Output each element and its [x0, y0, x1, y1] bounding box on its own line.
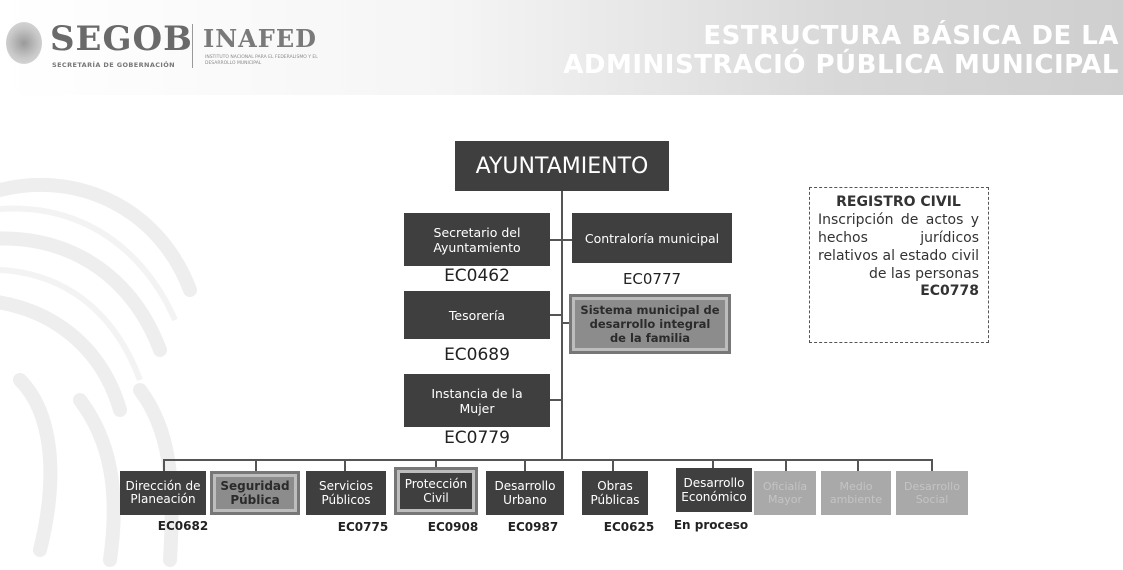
- connector-bottom-bus: [163, 459, 933, 461]
- org-code-secretario: EC0462: [444, 266, 510, 286]
- org-box-secretario: Secretario del Ayuntamiento: [404, 213, 550, 266]
- drop-6: [612, 459, 614, 471]
- header-divider: [192, 24, 193, 68]
- drop-9: [857, 459, 859, 471]
- drop-7: [712, 459, 714, 471]
- drop-10: [931, 459, 933, 471]
- connector-secretario: [550, 239, 561, 241]
- drop-1: [163, 459, 165, 471]
- drop-8: [785, 459, 787, 471]
- org-box-dif: Sistema municipal de desarrollo integral…: [569, 294, 731, 354]
- connector-dif: [563, 322, 569, 324]
- inafed-logo: INAFED: [203, 24, 317, 53]
- segob-subtitle: SECRETARÍA DE GOBERNACIÓN: [52, 61, 175, 69]
- connector-contraloria: [563, 239, 572, 241]
- org-code-mujer: EC0779: [444, 428, 510, 448]
- org-root-ayuntamiento: AYUNTAMIENTO: [455, 141, 669, 191]
- org-box-economico: Desarrollo Económico: [676, 468, 752, 512]
- org-box-contraloria: Contraloría municipal: [572, 213, 732, 263]
- org-code-economico: En proceso: [673, 518, 749, 532]
- org-box-planeacion: Dirección de Planeación: [120, 471, 206, 515]
- connector-tesoreria: [550, 314, 561, 316]
- org-box-obras: Obras Públicas: [582, 471, 648, 515]
- org-box-desarrollo-social: Desarrollo Social: [896, 471, 968, 515]
- registro-civil-note: REGISTRO CIVIL Inscripción de actos y he…: [809, 187, 989, 343]
- page-title-line-2: ADMINISTRACIÓ PÚBLICA MUNICIPAL: [563, 50, 1119, 80]
- drop-2: [255, 459, 257, 471]
- connector-trunk: [561, 191, 563, 460]
- segob-seal-icon: [6, 22, 42, 64]
- drop-3: [344, 459, 346, 471]
- drop-5: [524, 459, 526, 471]
- connector-mujer: [550, 399, 561, 401]
- inafed-subtitle: INSTITUTO NACIONAL PARA EL FEDERALISMO Y…: [205, 55, 318, 66]
- org-box-seguridad: Seguridad Pública: [210, 471, 300, 515]
- registro-civil-body: Inscripción de actos y hechos jurídicos …: [818, 212, 979, 282]
- org-box-tesoreria: Tesorería: [404, 291, 550, 339]
- org-box-mujer: Instancia de la Mujer: [404, 374, 550, 427]
- segob-logo: SEGOB: [50, 19, 193, 59]
- org-code-urbano: EC0987: [507, 520, 559, 534]
- org-box-proteccion: Protección Civil: [394, 467, 478, 515]
- org-box-servicios: Servicios Públicos: [306, 471, 386, 515]
- drop-4: [435, 459, 437, 471]
- org-code-proteccion: EC0908: [427, 520, 479, 534]
- org-code-contraloria: EC0777: [622, 270, 682, 288]
- registro-civil-title: REGISTRO CIVIL: [836, 194, 961, 210]
- header-banner: SEGOB SECRETARÍA DE GOBERNACIÓN INAFED I…: [0, 0, 1123, 95]
- org-code-tesoreria: EC0689: [444, 345, 510, 365]
- org-box-medio-ambiente: Medio ambiente: [821, 471, 891, 515]
- org-code-planeacion: EC0682: [157, 519, 209, 533]
- org-code-servicios: EC0775: [337, 520, 389, 534]
- org-code-obras: EC0625: [603, 520, 655, 534]
- registro-civil-code: EC0778: [920, 283, 979, 299]
- org-box-urbano: Desarrollo Urbano: [486, 471, 564, 515]
- org-box-oficialia: Oficialía Mayor: [754, 471, 816, 515]
- page-title-line-1: ESTRUCTURA BÁSICA DE LA: [703, 21, 1119, 51]
- page-title: ESTRUCTURA BÁSICA DE LA ADMINISTRACIÓ PÚ…: [563, 22, 1119, 80]
